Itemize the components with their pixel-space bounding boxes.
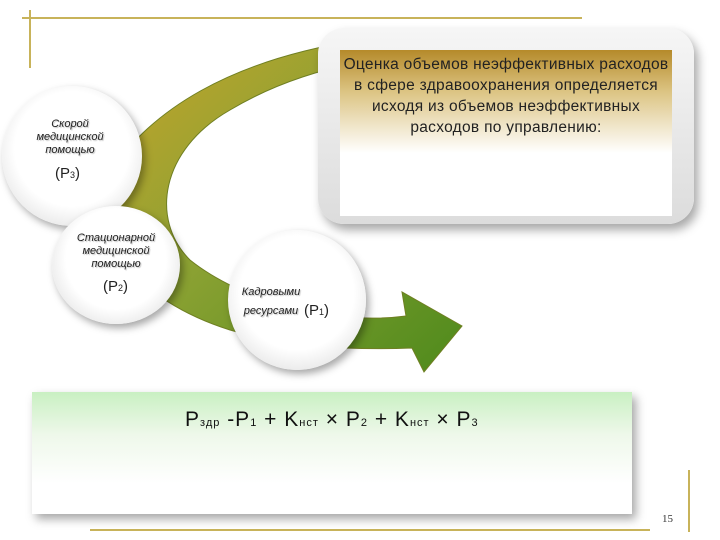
bottom-decor-line	[90, 529, 650, 531]
page-number: 15	[662, 513, 673, 525]
bubble-personnel-label: Кадровыми ресурсами	[241, 286, 301, 317]
bubble-inpatient-label: Стационарной медицинской помощью	[76, 232, 156, 270]
bubble-emergency	[2, 86, 142, 226]
bubble-personnel	[228, 230, 366, 370]
formula: Pздр -P1 + Kнст × P2 + Kнст × P3	[185, 408, 479, 431]
bubble-personnel-symbol: (P1)	[304, 302, 330, 319]
bubble-inpatient-symbol: (P2)	[103, 278, 129, 295]
top-decor-line	[22, 17, 582, 19]
right-decor-line	[688, 470, 690, 532]
formula-box	[32, 392, 632, 514]
bubble-emergency-label: Скорой медицинской помощью	[36, 118, 104, 156]
bubble-emergency-symbol: (P3)	[55, 165, 81, 182]
info-card-text: Оценка объемов неэффективных расходов в …	[340, 50, 672, 216]
left-decor-line	[29, 10, 31, 68]
info-card: Оценка объемов неэффективных расходов в …	[318, 28, 694, 224]
bubble-inpatient	[52, 206, 180, 324]
